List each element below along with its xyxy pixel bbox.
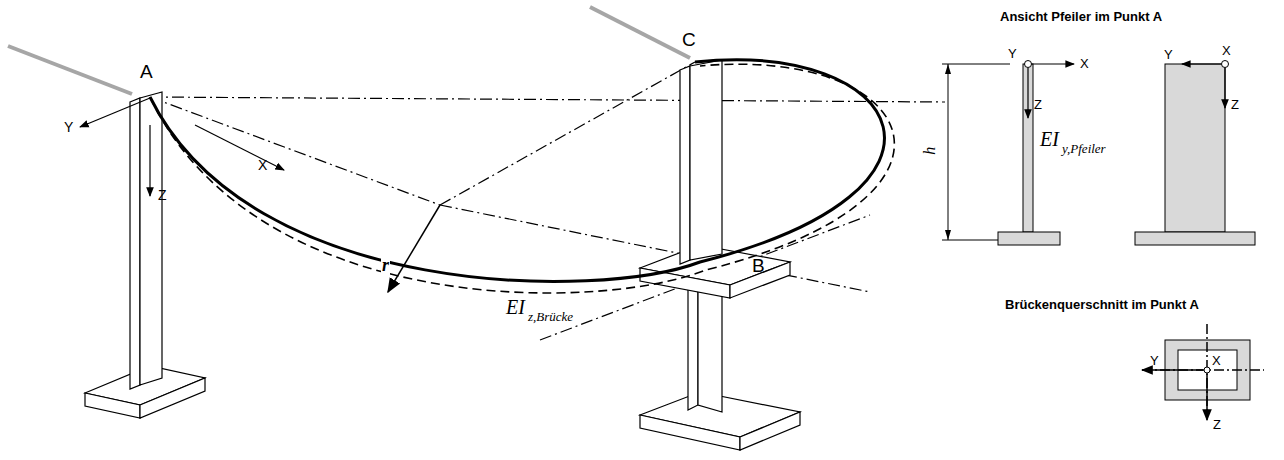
axis-label: Z [1213, 418, 1221, 432]
axis-label: X [258, 158, 267, 173]
radius-label: r [381, 256, 390, 276]
axis-label: Y [1164, 48, 1173, 62]
inset-title: Ansicht Pfeiler im Punkt A [1000, 10, 1162, 24]
dimension-label: h [921, 146, 939, 156]
axis-label: Z [1231, 98, 1239, 112]
inset-title: Brückenquerschnitt im Punkt A [1005, 298, 1199, 312]
point-label: B [752, 256, 765, 277]
point-label: A [140, 62, 153, 83]
axis-label: X [1222, 44, 1231, 58]
stiffness-subscript: y,Pfeiler [1062, 142, 1106, 156]
axis-label: Y [1008, 47, 1017, 61]
axis-label: Z [1034, 98, 1042, 112]
axis-label: Y [64, 120, 73, 135]
axis-label: X [1212, 354, 1221, 368]
stiffness-subscript: z,Brücke [528, 310, 573, 324]
axis-label: Z [158, 188, 167, 203]
stiffness-label: EI [1040, 128, 1059, 150]
axis-label: Y [1150, 354, 1159, 368]
stiffness-label: EI [506, 296, 525, 318]
axis-label: X [1080, 57, 1089, 71]
point-label: C [682, 30, 696, 51]
